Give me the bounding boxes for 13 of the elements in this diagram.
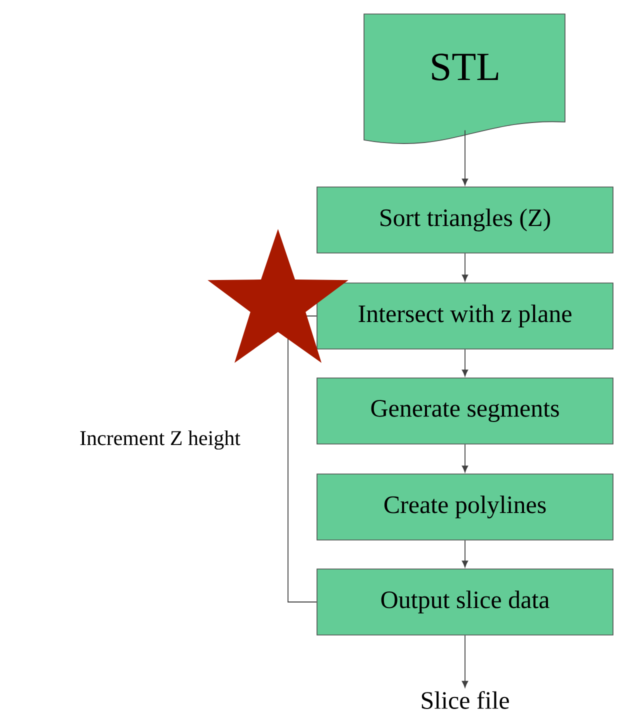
- arrow: [462, 252, 468, 282]
- arrow: [462, 348, 468, 376]
- process-box: Output slice data: [316, 568, 614, 636]
- output-label: Slice file: [422, 691, 509, 709]
- process-box: Create polylines: [316, 474, 614, 540]
- arrow: [462, 540, 468, 568]
- process-box: Generate segments: [316, 378, 614, 444]
- process-box: Sort triangles (Z): [316, 186, 614, 254]
- edge-label: Increment Z height: [80, 430, 240, 450]
- process-box: Intersect with z plane: [316, 282, 614, 350]
- arrow: [462, 130, 468, 186]
- arrow: [462, 634, 468, 688]
- arrow: [462, 444, 468, 472]
